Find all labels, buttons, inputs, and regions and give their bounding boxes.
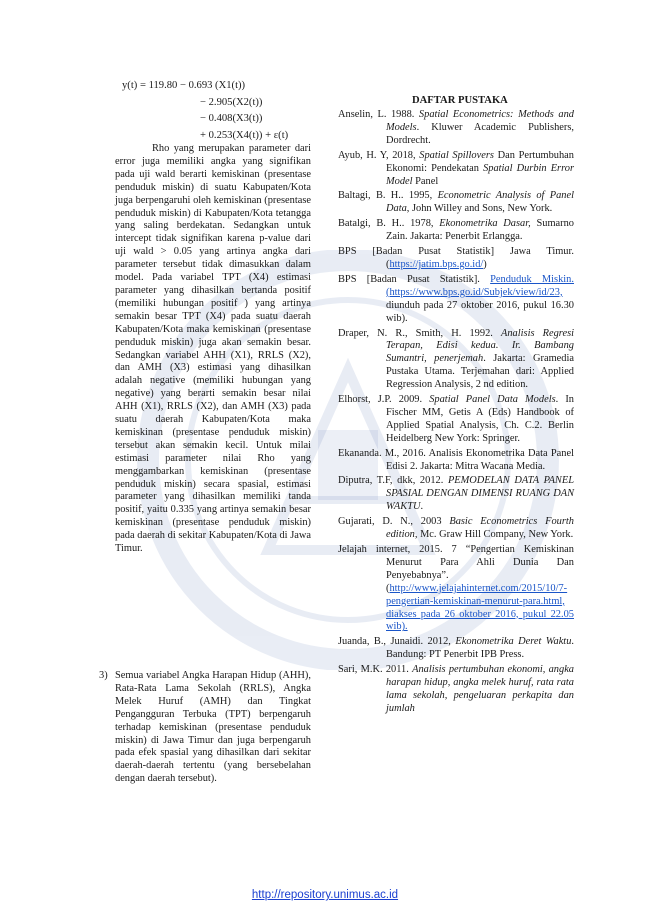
reference-text: Draper, N. R., Smith, H. 1992.	[338, 327, 502, 339]
reference-text: Sari, M.K. 2011.	[338, 664, 413, 676]
reference-text: Mc. Graw Hill Company, New York.	[417, 529, 574, 541]
reference-title: Spatial Durbin Error Model	[386, 162, 574, 187]
repository-link[interactable]: http://repository.unimus.ac.id	[251, 889, 399, 901]
conclusion-item-3: 3) Semua variabel Angka Harapan Hidup (A…	[99, 670, 311, 786]
reference-title: Spatial Spillovers	[419, 149, 494, 161]
reference-text: . Bandung: PT Penerbit IPB Press.	[386, 636, 575, 661]
reference-link[interactable]: Penduduk Miskin. (https://www.bps.go.id/…	[386, 273, 574, 298]
reference-text: Juanda, B., Junaidi. 2012,	[338, 636, 456, 648]
rho-paragraph: Rho yang merupakan parameter dari error …	[115, 143, 311, 555]
reference-item: Juanda, B., Junaidi. 2012, Ekonometrika …	[338, 636, 574, 662]
reference-link[interactable]: https://jatim.bps.go.id/	[389, 258, 484, 270]
reference-item: Ekananda. M., 2016. Analisis Ekonometrik…	[338, 448, 574, 474]
reference-title: PEMODELAN DATA PANEL SPASIAL DENGAN DIME…	[386, 475, 574, 513]
reference-text: Dan Pertumbuhan Ekonomi: Pendekatan	[386, 149, 574, 174]
footer: http://repository.unimus.ac.id	[0, 889, 650, 902]
reference-title: Analisis pertumbuhan ekonomi, angka hara…	[386, 664, 575, 714]
reference-item: Ayub, H. Y, 2018, Spatial Spillovers Dan…	[338, 150, 574, 189]
reference-item: Gujarati, D. N., 2003 Basic Econometrics…	[338, 516, 574, 542]
item-number: 3)	[99, 670, 108, 681]
reference-text: .	[420, 501, 424, 513]
reference-item: Baltagi, B. H.. 1995, Econometric Analys…	[338, 190, 574, 216]
equation-line-3: − 0.408(X3(t))	[200, 113, 263, 124]
reference-text: Anselin, L. 1988.	[338, 109, 419, 120]
reference-title: Spatial Panel Data Models	[429, 394, 556, 406]
reference-text: Ayub, H. Y, 2018,	[338, 149, 420, 161]
reference-link[interactable]: http://www.jelajahinternet.com/2015/10/7…	[386, 582, 574, 633]
reference-text: Elhorst, J.P. 2009.	[338, 394, 430, 406]
reference-text: Panel	[412, 175, 439, 187]
reference-item: Jelajah internet, 2015. 7 “Pengertian Ke…	[338, 544, 574, 634]
reference-text: , John Willey and Sons, New York.	[406, 203, 553, 215]
regression-equation: y(t) = 119.80 − 0.693 (X1(t)) − 2.905(X2…	[122, 78, 322, 144]
reference-text: Diputra, T.F, dkk, 2012.	[338, 475, 448, 487]
reference-text: Gujarati, D. N., 2003	[338, 516, 450, 528]
reference-item: BPS [Badan Pusat Statistik] Jawa Timur. …	[338, 246, 574, 272]
reference-item: Diputra, T.F, dkk, 2012. PEMODELAN DATA …	[338, 475, 574, 514]
reference-item: Draper, N. R., Smith, H. 1992. Analisis …	[338, 328, 574, 393]
reference-text: Ekananda. M., 2016. Analisis Ekonometrik…	[338, 447, 574, 472]
equation-line-4: + 0.253(X4(t)) + ε(t)	[200, 129, 289, 141]
equation-line-2: − 2.905(X2(t))	[200, 96, 263, 108]
reference-text: BPS [Badan Pusat Statistik].	[338, 273, 491, 285]
equation-line-1: y(t) = 119.80 − 0.693 (X1(t))	[122, 80, 246, 91]
item-text: Semua variabel Angka Harapan Hidup (AHH)…	[115, 670, 311, 785]
reference-text: . Kluwer Academic Publishers, Dordrecht.	[386, 121, 574, 146]
reference-text: Sumarno Zain. Jakarta: Penerbit Erlangga…	[386, 218, 574, 243]
reference-item: Batalgi, B. H.. 1978, Ekonometrika Dasar…	[338, 218, 574, 244]
references-heading: DAFTAR PUSTAKA	[412, 95, 508, 106]
reference-title: Spatial Econometrics: Methods and Models	[386, 109, 574, 133]
reference-text: BPS [Badan Pusat Statistik] Jawa Timur. …	[338, 246, 574, 270]
reference-text: . Jakarta: Gramedia Pustaka Utama. Terje…	[386, 353, 574, 391]
reference-list: Anselin, L. 1988. Spatial Econometrics: …	[338, 109, 574, 718]
reference-title: Ekonometrika Dasar,	[439, 218, 531, 230]
reference-title: Econometric Analysis of Panel Data	[386, 190, 574, 215]
reference-title: Ekonometrika Deret Waktu	[455, 636, 572, 648]
reference-item: Sari, M.K. 2011. Analisis pertumbuhan ek…	[338, 664, 574, 716]
reference-text: . In Fischer MM, Getis A (Eds) Handbook …	[386, 394, 574, 444]
reference-text: Batalgi, B. H.. 1978,	[338, 218, 440, 230]
reference-text: Baltagi, B. H.. 1995,	[338, 190, 438, 202]
reference-item: BPS [Badan Pusat Statistik]. Penduduk Mi…	[338, 274, 574, 326]
reference-text: diunduh pada 27 oktober 2016, pukul 16.3…	[386, 299, 574, 324]
reference-item: Anselin, L. 1988. Spatial Econometrics: …	[338, 109, 574, 148]
reference-item: Elhorst, J.P. 2009. Spatial Panel Data M…	[338, 394, 574, 446]
reference-text: Jelajah internet, 2015. 7 “Pengertian Ke…	[338, 544, 574, 594]
reference-title: Basic Econometrics Fourth edition,	[386, 516, 574, 541]
reference-title: Analisis Regresi Terapan, Edisi kedua. I…	[386, 327, 574, 365]
reference-text: )	[483, 258, 487, 270]
